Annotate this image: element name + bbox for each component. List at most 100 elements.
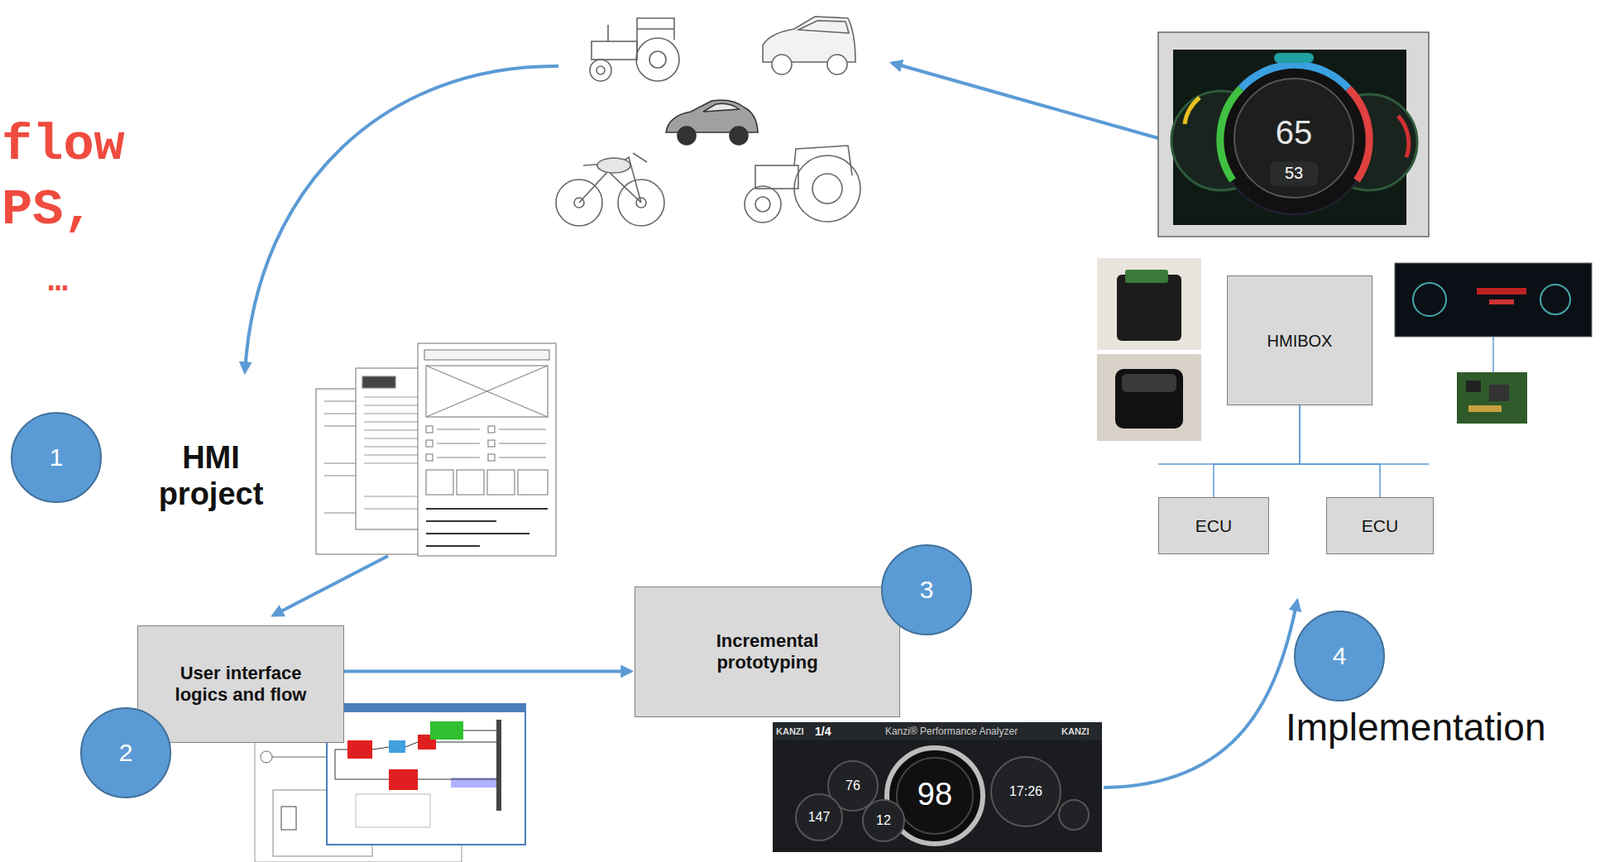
kanzi-screenshot — [896, 757, 973, 834]
model-screenshots — [355, 794, 431, 828]
step-label: HMI project — [140, 440, 282, 513]
screen-value: 76 — [836, 778, 870, 794]
wireframe-pages — [488, 454, 495, 461]
box-text: User interface logics and flow — [164, 662, 318, 707]
step-circle: 4 — [1293, 610, 1385, 702]
screen-value: 17:26 — [1001, 784, 1051, 800]
step-circle: 2 — [80, 707, 172, 799]
screen-text: KANZI — [1061, 726, 1090, 738]
vehicle-sketch — [812, 173, 843, 204]
box-text: ECU — [1361, 515, 1399, 537]
cycle-arrow — [273, 555, 389, 616]
model-screenshots — [272, 756, 327, 758]
device-photo — [1115, 368, 1184, 429]
wireframe-pages — [417, 343, 556, 556]
vehicle-sketch — [608, 18, 675, 60]
wireframe-pages — [426, 469, 454, 495]
process-box: Incremental prototyping — [634, 586, 901, 718]
dashboard-photo — [1184, 97, 1200, 125]
process-box: HMIBOX — [1226, 275, 1373, 406]
wireframe-pages — [426, 426, 433, 433]
wireframe-pages — [487, 469, 515, 495]
display-and-board — [1465, 380, 1481, 393]
step-circle: 3 — [881, 544, 973, 636]
wireframe-pages — [456, 469, 484, 495]
screen-value: 12 — [871, 813, 896, 829]
model-screenshots — [347, 740, 373, 759]
vehicle-sketch — [827, 54, 848, 75]
model-screenshots — [281, 806, 297, 830]
dashboard-photo — [1398, 115, 1409, 158]
wireframe-pages — [488, 440, 495, 447]
display-and-board — [1476, 287, 1527, 295]
dashboard-photo — [1158, 32, 1429, 237]
box-text: HMIBOX — [1267, 330, 1333, 351]
kanzi-screenshot — [795, 794, 843, 841]
bus-connector — [1299, 405, 1380, 498]
vehicle-sketch — [729, 126, 748, 145]
flow-arrow — [344, 670, 632, 674]
vehicle-sketch — [579, 153, 647, 203]
vehicle-sketch — [677, 126, 696, 145]
display-and-board — [1489, 384, 1509, 402]
vehicle-sketch — [798, 20, 849, 34]
vehicle-sketch — [649, 51, 666, 68]
display-and-board — [1394, 263, 1592, 337]
wireframe-pages — [426, 440, 433, 447]
vehicle-sketch — [755, 165, 799, 189]
vehicle-sketch — [755, 196, 771, 212]
screen-text: Kanzi® Performance Analyzer — [856, 726, 1047, 738]
vehicle-sketch — [591, 41, 638, 60]
vehicle-sketch — [596, 66, 605, 75]
step-label: Implementation — [1285, 705, 1547, 750]
display-and-board — [1394, 263, 1592, 424]
dashboard-photo — [1274, 52, 1314, 63]
device-photo — [1097, 354, 1202, 441]
kanzi-screenshot — [772, 722, 1102, 741]
device-photo — [1097, 258, 1202, 441]
bus-connector — [1213, 405, 1300, 498]
vehicle-sketch — [703, 103, 739, 112]
cycle-arrow — [244, 66, 559, 373]
wireframe-pages — [362, 376, 396, 389]
process-box: ECU — [1158, 497, 1270, 555]
process-box: ECU — [1326, 497, 1434, 555]
cycle-arrow — [244, 62, 1298, 788]
model-screenshots — [335, 730, 497, 780]
callout-number: 4 — [1332, 641, 1347, 671]
cycle-arrow — [1103, 600, 1298, 788]
vehicle-sketch — [744, 186, 781, 223]
step-circle: 1 — [10, 411, 102, 503]
device-photo — [1125, 269, 1169, 283]
dashboard-photo — [1217, 62, 1371, 215]
wireframe-pages — [316, 343, 556, 556]
box-text: ECU — [1195, 515, 1232, 537]
dashboard-photo — [1234, 78, 1354, 198]
dashboard-photo — [1158, 32, 1429, 237]
vehicle-sketch — [589, 59, 612, 82]
wireframe-pages — [488, 426, 495, 433]
display-and-board — [1456, 372, 1528, 424]
screen-text: 1/4 — [814, 724, 831, 738]
kanzi-screenshot — [772, 722, 1102, 853]
screen-value: 147 — [799, 809, 839, 825]
screen-value: 53 — [1269, 163, 1319, 183]
cycle-arrow — [891, 62, 1159, 139]
heading-fragment: PS, — [1, 180, 95, 240]
wireframe-pages — [424, 349, 550, 360]
device-photo — [1121, 373, 1177, 393]
process-box: User interface logics and flow — [137, 625, 345, 743]
wireframe-pages — [517, 469, 548, 495]
vehicle-sketch — [771, 54, 792, 75]
callout-number: 3 — [919, 574, 935, 605]
wireframe-pages — [426, 454, 433, 461]
kanzi-screenshot — [1058, 800, 1089, 830]
device-photo — [1097, 258, 1202, 350]
display-and-board — [1540, 284, 1571, 315]
wireframe-pages — [426, 365, 548, 417]
wireframe-pages — [426, 365, 548, 417]
callout-number: 1 — [49, 442, 64, 473]
device-photo — [1116, 274, 1182, 341]
vehicle-sketch — [555, 16, 861, 226]
